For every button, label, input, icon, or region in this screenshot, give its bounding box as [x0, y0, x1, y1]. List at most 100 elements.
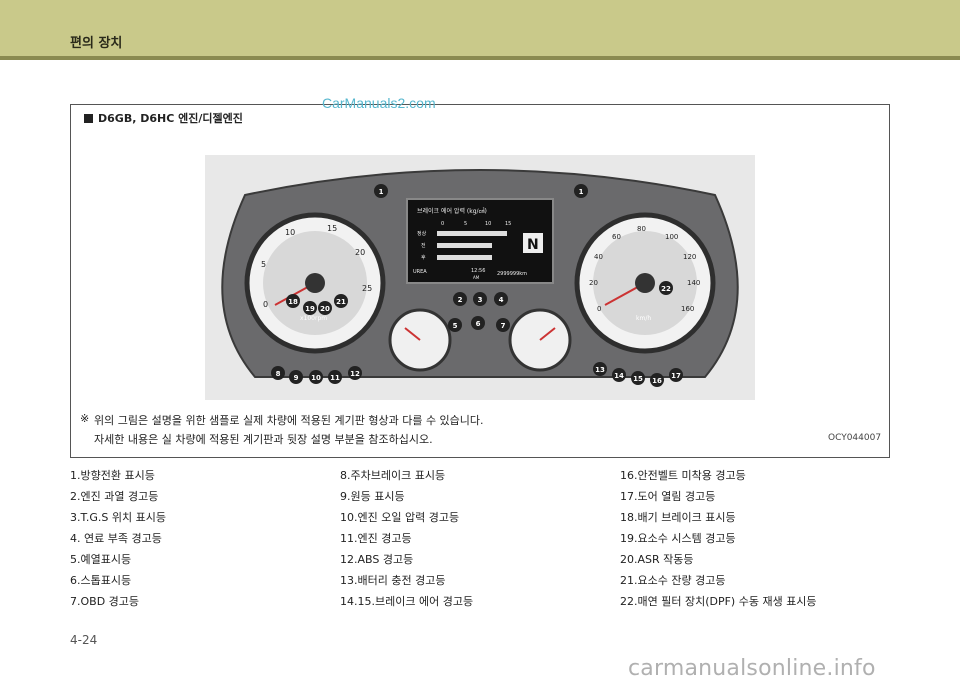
callout-15 [631, 371, 645, 385]
callout-label-5: 5 [453, 322, 458, 330]
callout-11 [328, 370, 342, 384]
speed-tick-40: 40 [594, 253, 603, 261]
lcd-scale-10: 10 [485, 221, 491, 227]
legend-item: 8.주차브레이크 표시등 [340, 469, 446, 482]
callout-21 [334, 294, 348, 308]
lcd-bar-front [437, 243, 492, 248]
lcd-row-normal: 정상 [417, 230, 427, 237]
callout-group [271, 184, 683, 387]
tach-tick-15: 15 [327, 224, 337, 233]
legend-item: 7.OBD 경고등 [70, 595, 140, 608]
callout-label-10: 10 [311, 374, 321, 382]
page-number: 4-24 [70, 633, 98, 647]
tach-hub [305, 273, 325, 293]
note-mark: ※ [80, 412, 90, 425]
legend-item: 2.엔진 과열 경고등 [70, 490, 159, 503]
callout-label-8: 8 [276, 370, 281, 378]
speed-tick-20: 20 [589, 279, 598, 287]
note-line-2: 자세한 내용은 실 차량에 적용된 계기판과 뒷장 설명 부분을 참조하십시오. [94, 433, 433, 446]
legend-item: 4. 연료 부족 경고등 [70, 532, 162, 545]
tach-tick-0: 0 [263, 300, 268, 309]
callout-label-17: 17 [671, 372, 681, 380]
lcd-gear-box [523, 233, 543, 253]
lcd-title: 브레이크 에어 압력 (kg/㎠) [417, 207, 487, 215]
callout-label-1a: 1 [379, 188, 384, 196]
legend-item: 5.예열표시등 [70, 553, 132, 566]
tach-unit-label: x100rpm [300, 315, 327, 322]
figure-code: OCY044007 [828, 433, 882, 443]
lcd-bar-rear [437, 255, 492, 260]
legend-item: 13.배터리 충전 경고등 [340, 574, 446, 587]
lcd-scale-0: 0 [441, 221, 444, 227]
speed-tick-60: 60 [612, 233, 621, 241]
callout-label-16: 16 [652, 377, 662, 385]
callout-20 [318, 301, 332, 315]
callout-12 [348, 366, 362, 380]
callout-22 [659, 281, 673, 295]
callout-label-9: 9 [294, 374, 299, 382]
lcd-urea: UREA [413, 269, 427, 275]
lcd-row-front: 전 [421, 242, 426, 249]
speed-tick-0: 0 [597, 305, 601, 313]
note-line-1: 위의 그림은 설명을 위한 샘플로 실제 차량에 적용된 계기판 형상과 다를 … [94, 414, 484, 427]
callout-2 [453, 292, 467, 306]
callout-label-19: 19 [305, 305, 315, 313]
callout-label-7: 7 [501, 322, 506, 330]
callout-label-6: 6 [476, 320, 481, 328]
callout-7 [496, 318, 510, 332]
callout-1-right [574, 184, 588, 198]
callout-9 [289, 370, 303, 384]
callout-18 [286, 294, 300, 308]
section-title: 편의 장치 [70, 36, 123, 51]
legend-column-2: 8.주차브레이크 표시등 9.원등 표시등 10.엔진 오일 압력 경고등 11… [340, 465, 473, 612]
legend-item: 19.요소수 시스템 경고등 [620, 532, 736, 545]
lcd-scale-5: 5 [464, 221, 467, 227]
callout-13 [593, 362, 607, 376]
legend-item: 22.매연 필터 장치(DPF) 수동 재생 표시등 [620, 595, 817, 608]
legend-item: 18.배기 브레이크 표시등 [620, 511, 736, 524]
legend-item: 17.도어 열림 경고등 [620, 490, 716, 503]
callout-labels: 1 1 2 3 4 5 6 7 8 9 10 11 12 13 14 15 16… [276, 188, 681, 385]
callout-6 [471, 316, 485, 330]
page-header: 편의 장치 [0, 0, 960, 60]
callout-label-21: 21 [336, 298, 346, 306]
legend-item: 11.엔진 경고등 [340, 532, 412, 545]
callout-label-20: 20 [320, 305, 330, 313]
lcd-odometer: 2999999km [497, 271, 527, 277]
callout-label-4: 4 [499, 296, 504, 304]
engine-title-text: D6GB, D6HC 엔진/디젤엔진 [98, 112, 243, 125]
temperature-needle [404, 327, 421, 341]
legend-item: 20.ASR 작동등 [620, 553, 694, 566]
callout-label-14: 14 [614, 372, 624, 380]
callout-label-13: 13 [595, 366, 605, 374]
lcd-time: 12:56 [471, 268, 485, 274]
callout-10 [309, 370, 323, 384]
watermark[interactable]: CarManuals2.com [322, 95, 436, 111]
tach-tick-10: 10 [285, 228, 295, 237]
footer-watermark[interactable]: carmanualsonline.info [628, 656, 876, 681]
legend-column-3: 16.안전벨트 미착용 경고등 17.도어 열림 경고등 18.배기 브레이크 … [620, 465, 817, 612]
callout-19 [303, 301, 317, 315]
legend-item: 16.안전벨트 미착용 경고등 [620, 469, 746, 482]
callout-label-11: 11 [330, 374, 340, 382]
legend-column-1: 1.방향전환 표시등 2.엔진 과열 경고등 3.T.G.S 위치 표시등 4.… [70, 465, 166, 612]
callout-label-15: 15 [633, 375, 643, 383]
speed-tick-80: 80 [637, 225, 646, 233]
speed-tick-140: 140 [687, 279, 700, 287]
lcd-scale-15: 15 [505, 221, 511, 227]
legend-item: 14.15.브레이크 에어 경고등 [340, 595, 474, 608]
fuel-needle [539, 327, 556, 341]
legend-item: 3.T.G.S 위치 표시등 [70, 511, 167, 524]
callout-label-12: 12 [350, 370, 360, 378]
callout-16 [650, 373, 664, 387]
legend-item: 6.스톱표시등 [70, 574, 132, 587]
lcd-gear: N [527, 237, 539, 253]
tach-tick-25: 25 [362, 284, 372, 293]
callout-5 [448, 318, 462, 332]
lcd-bar-normal [437, 231, 507, 236]
legend-item: 1.방향전환 표시등 [70, 469, 155, 482]
callout-label-3: 3 [478, 296, 483, 304]
tach-tick-20: 20 [355, 248, 365, 257]
callout-label-2: 2 [458, 296, 463, 304]
speed-hub [635, 273, 655, 293]
